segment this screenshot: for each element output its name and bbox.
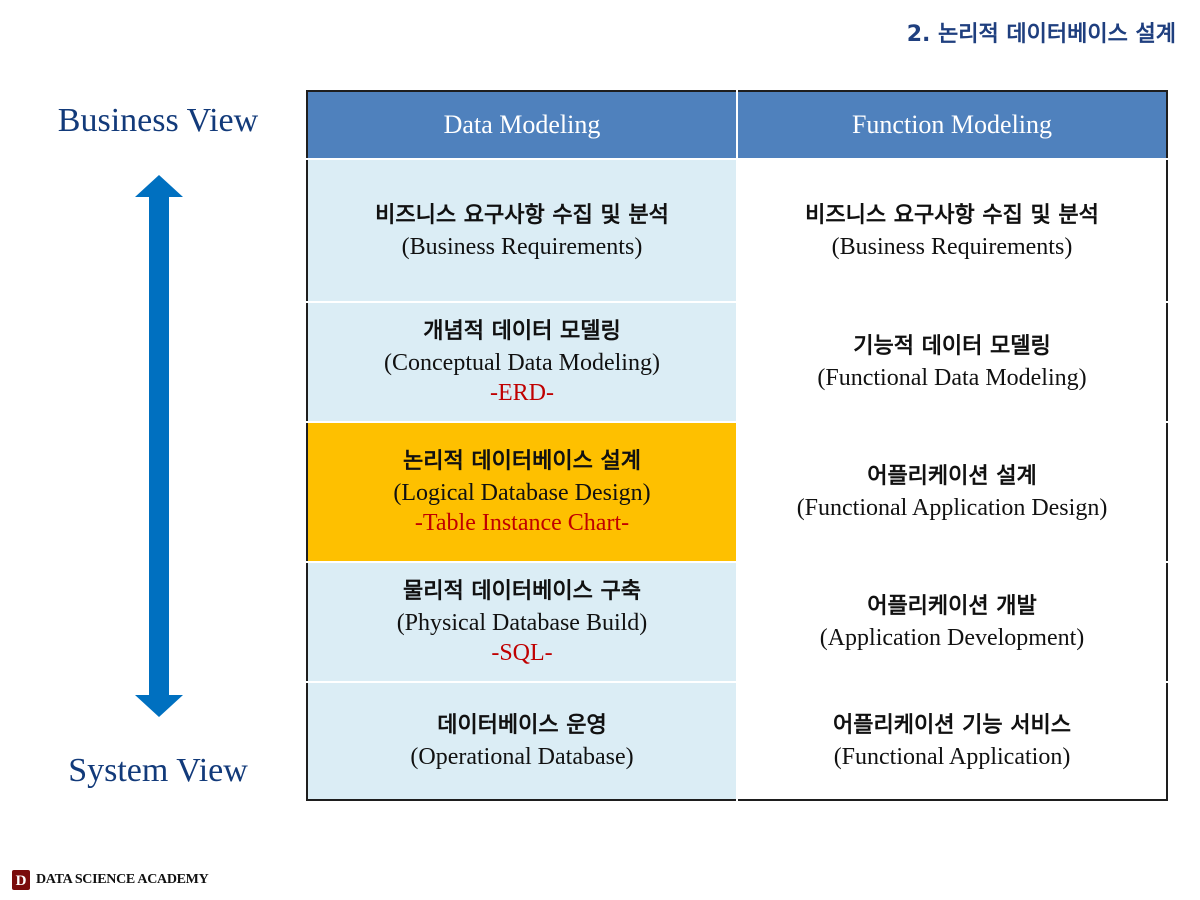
function-modeling-cell: 어플리케이션 개발 (Application Development) [737, 561, 1167, 682]
double-arrow-icon [135, 175, 183, 717]
function-modeling-cell: 어플리케이션 설계 (Functional Application Design… [737, 421, 1167, 562]
cell-tag-sql: -SQL- [491, 640, 553, 666]
data-modeling-cell: 데이터베이스 운영 (Operational Database) [307, 681, 738, 800]
cell-english-title: (Functional Application Design) [796, 495, 1108, 521]
cell-tag-erd: -ERD- [490, 380, 554, 406]
logo-text: DATA SCIENCE ACADEMY [36, 872, 209, 887]
cell-korean-title: 물리적 데이터베이스 구축 [403, 579, 641, 604]
cell-korean-title: 어플리케이션 개발 [867, 594, 1037, 619]
page-title: 2. 논리적 데이터베이스 설계 [906, 22, 1176, 47]
function-modeling-cell: 기능적 데이터 모델링 (Functional Data Modeling) [737, 301, 1167, 422]
logo-letter: D [16, 873, 27, 889]
data-modeling-cell: 개념적 데이터 모델링 (Conceptual Data Modeling) -… [307, 301, 738, 422]
cell-korean-title: 데이터베이스 운영 [437, 713, 607, 738]
header-function-modeling: Function Modeling [737, 91, 1167, 159]
function-modeling-cell: 비즈니스 요구사항 수집 및 분석 (Business Requirements… [737, 158, 1167, 302]
cell-english-title: (Functional Data Modeling) [817, 365, 1087, 391]
cell-english-title: (Physical Database Build) [396, 610, 648, 636]
data-modeling-cell: 비즈니스 요구사항 수집 및 분석 (Business Requirements… [307, 158, 738, 302]
function-modeling-cell: 어플리케이션 기능 서비스 (Functional Application) [737, 681, 1167, 800]
cell-english-title: (Application Development) [819, 625, 1085, 651]
cell-korean-title: 비즈니스 요구사항 수집 및 분석 [375, 202, 669, 228]
table-header-row: Data Modeling Function Modeling [307, 91, 1167, 159]
table-row: 논리적 데이터베이스 설계 (Logical Database Design) … [307, 421, 1167, 562]
cell-korean-title: 어플리케이션 기능 서비스 [833, 713, 1071, 738]
footer-logo: D DATA SCIENCE ACADEMY [12, 870, 209, 890]
system-view-label: System View [68, 752, 248, 789]
table-row: 데이터베이스 운영 (Operational Database) 어플리케이션 … [307, 681, 1167, 800]
data-modeling-cell: 물리적 데이터베이스 구축 (Physical Database Build) … [307, 561, 738, 682]
data-modeling-cell-highlighted: 논리적 데이터베이스 설계 (Logical Database Design) … [307, 421, 738, 562]
cell-korean-title: 기능적 데이터 모델링 [853, 334, 1051, 359]
data-science-academy-logo-icon: D [12, 870, 30, 890]
business-view-label: Business View [57, 102, 259, 139]
modeling-matrix-table: Data Modeling Function Modeling 비즈니스 요구사… [306, 90, 1168, 801]
cell-korean-title: 개념적 데이터 모델링 [423, 319, 621, 344]
cell-korean-title: 논리적 데이터베이스 설계 [403, 449, 641, 474]
cell-korean-title: 어플리케이션 설계 [867, 464, 1037, 489]
cell-tag-table-instance-chart: -Table Instance Chart- [414, 510, 630, 536]
cell-english-title: (Conceptual Data Modeling) [384, 350, 660, 376]
header-data-modeling: Data Modeling [307, 91, 738, 159]
table-row: 물리적 데이터베이스 구축 (Physical Database Build) … [307, 561, 1167, 682]
cell-korean-title: 비즈니스 요구사항 수집 및 분석 [805, 202, 1099, 228]
table-row: 비즈니스 요구사항 수집 및 분석 (Business Requirements… [307, 158, 1167, 302]
cell-english-title: (Operational Database) [410, 744, 634, 770]
cell-english-title: (Business Requirements) [401, 233, 643, 260]
cell-english-title: (Logical Database Design) [393, 480, 651, 506]
table-row: 개념적 데이터 모델링 (Conceptual Data Modeling) -… [307, 301, 1167, 422]
cell-english-title: (Business Requirements) [831, 233, 1073, 260]
cell-english-title: (Functional Application) [833, 744, 1071, 770]
